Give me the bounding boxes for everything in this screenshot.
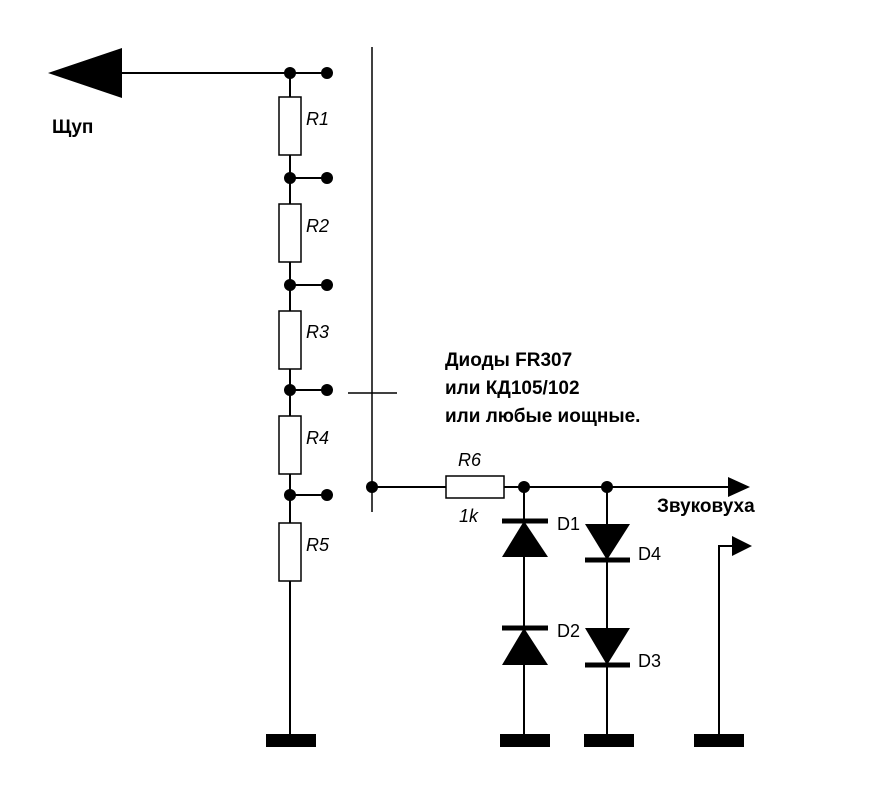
resistor-r1	[278, 96, 302, 156]
resistor-r6	[445, 475, 505, 499]
output-label: Звуковуха	[657, 496, 755, 517]
tap-5	[284, 489, 333, 501]
diode-d2-label: D2	[557, 621, 580, 641]
probe-label: Щуп	[52, 117, 93, 138]
resistor-r2	[278, 203, 302, 263]
tap-1	[284, 67, 333, 79]
resistor-r5	[278, 522, 302, 582]
note-line-2: или КД105/102	[445, 378, 580, 399]
ground-bar-ladder	[266, 734, 316, 747]
probe-arrow	[48, 48, 122, 98]
resistor-r3	[278, 310, 302, 370]
ground-bar-d2	[500, 734, 550, 747]
diode-d4-label: D4	[638, 544, 661, 564]
diode-d2	[502, 625, 548, 665]
diode-d1	[502, 518, 548, 557]
tap-2	[284, 172, 333, 184]
ground-bar-d3	[584, 734, 634, 747]
ground-bar-return	[694, 734, 744, 747]
resistor-r2-label: R2	[306, 216, 329, 236]
ground-return-wire	[718, 545, 740, 738]
resistor-r1-label: R1	[306, 109, 329, 129]
resistor-r4-label: R4	[306, 428, 329, 448]
ground-return-arrow	[732, 536, 752, 556]
diode-d4	[585, 524, 630, 563]
resistor-r4	[278, 415, 302, 475]
tap-3	[284, 279, 333, 291]
diode-d3	[585, 628, 630, 668]
diode-d3-label: D3	[638, 651, 661, 671]
resistor-r5-label: R5	[306, 535, 330, 555]
diode-d1-label: D1	[557, 514, 580, 534]
resistor-r6-label: R6	[458, 450, 482, 470]
tap-4	[284, 384, 333, 396]
resistor-r3-label: R3	[306, 322, 329, 342]
resistor-r6-value: 1k	[459, 506, 479, 526]
output-arrow	[728, 477, 750, 497]
junction-switch	[366, 481, 378, 493]
note-line-3: или любые иощные.	[445, 406, 640, 427]
note-line-1: Диоды FR307	[445, 350, 572, 371]
